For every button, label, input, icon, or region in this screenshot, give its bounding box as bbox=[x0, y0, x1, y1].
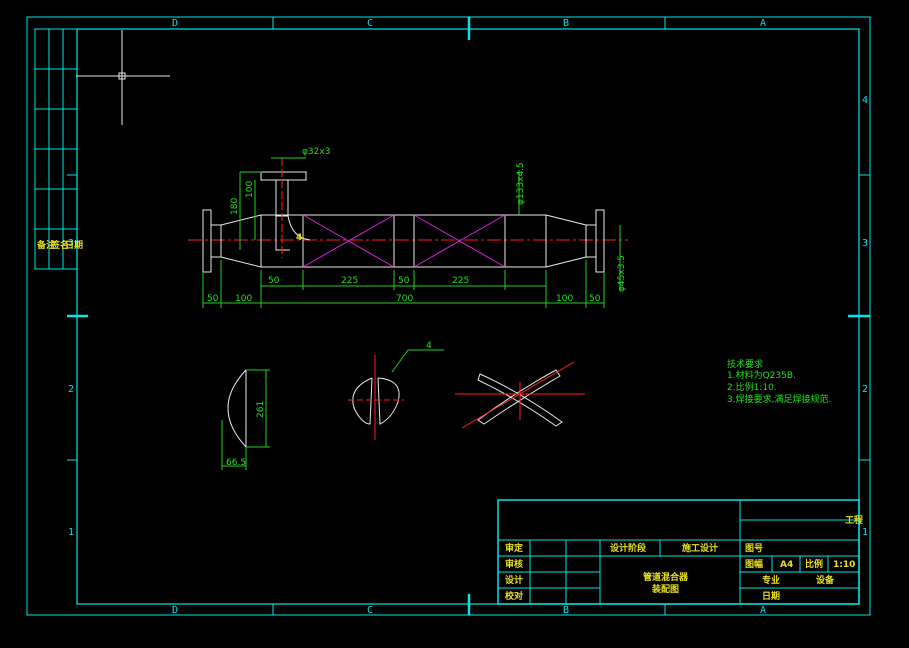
dim-100-left: 100 bbox=[235, 294, 252, 304]
zone-ticks bbox=[67, 17, 870, 615]
tb-code: 工程 bbox=[845, 514, 863, 526]
notes-title: 技术要求 bbox=[727, 358, 763, 370]
title-block-grid bbox=[497, 499, 860, 605]
notes-line-3: 3.焊接要求,满足焊接规范. bbox=[727, 393, 831, 405]
svg-text:4: 4 bbox=[296, 233, 302, 243]
dim-h180: 180 bbox=[230, 198, 240, 215]
notes-line-2: 2.比例1:10. bbox=[727, 381, 777, 393]
outer-frame bbox=[26, 16, 871, 616]
dim-elem-h: 261 bbox=[256, 401, 266, 418]
row-label-4: 4 bbox=[862, 95, 868, 106]
dim-50-a: 50 bbox=[268, 276, 280, 286]
row-label-1-left: 1 bbox=[68, 527, 74, 538]
dim-elem-w: 66.5 bbox=[226, 458, 246, 468]
dim-weld: 4 bbox=[426, 341, 432, 351]
left-strip-remark: 备注 bbox=[36, 239, 55, 251]
col-label-c-bottom: C bbox=[367, 605, 373, 616]
row-label-1-right: 1 bbox=[862, 527, 868, 538]
dim-h100: 100 bbox=[245, 181, 255, 198]
crosshair-cursor[interactable] bbox=[76, 30, 170, 125]
element-twisted-blade bbox=[348, 349, 444, 440]
dimension-lines bbox=[202, 157, 621, 308]
tb-stage-value: 施工设计 bbox=[682, 542, 718, 554]
inner-frame bbox=[76, 28, 860, 605]
tb-major-value: 设备 bbox=[816, 574, 835, 586]
row-label-2-right: 2 bbox=[862, 384, 868, 395]
dim-50-right: 50 bbox=[589, 294, 601, 304]
tb-drawing-name: 管道混合器 bbox=[643, 571, 689, 583]
row-label-3-left: 3 bbox=[68, 238, 74, 249]
tb-major-label: 专业 bbox=[762, 574, 780, 586]
tb-stage-label: 设计阶段 bbox=[610, 542, 647, 554]
element-half-ellipse bbox=[221, 369, 270, 470]
dim-700: 700 bbox=[396, 294, 413, 304]
dim-50-b: 50 bbox=[398, 276, 410, 286]
mixer-assembly: 4 bbox=[188, 158, 628, 273]
col-label-b-top: B bbox=[563, 18, 569, 29]
col-label-d-bottom: D bbox=[172, 605, 178, 616]
tb-label-shending: 审定 bbox=[505, 542, 524, 554]
col-label-a-top: A bbox=[760, 18, 766, 29]
dim-225-a: 225 bbox=[341, 276, 358, 286]
tb-date-label: 日期 bbox=[762, 590, 780, 602]
tb-label-shenhe: 审核 bbox=[505, 558, 523, 570]
notes-line-1: 1.材料为Q235B. bbox=[727, 369, 796, 381]
tb-label-sheji: 设计 bbox=[505, 574, 523, 586]
dim-225-b: 225 bbox=[452, 276, 469, 286]
element-crossed-blades bbox=[455, 361, 585, 429]
tb-label-jiaodui: 校对 bbox=[505, 590, 523, 602]
col-label-d-top: D bbox=[172, 18, 178, 29]
tb-scale-value: 1:10 bbox=[833, 560, 855, 570]
row-label-2-left: 2 bbox=[68, 384, 74, 395]
dim-100-right: 100 bbox=[556, 294, 573, 304]
left-strip-date: 日期 bbox=[65, 239, 83, 251]
col-label-c-top: C bbox=[367, 18, 373, 29]
row-label-3: 3 bbox=[862, 238, 868, 249]
tb-fig-no-label: 图号 bbox=[745, 543, 763, 554]
tb-scale-label: 比例 bbox=[805, 558, 823, 570]
tb-drawing-sub: 装配图 bbox=[651, 583, 679, 595]
tb-size-value: A4 bbox=[780, 560, 793, 570]
left-strip-table bbox=[34, 28, 78, 270]
col-label-a-bottom: A bbox=[760, 605, 766, 616]
tb-size-label: 图幅 bbox=[745, 558, 763, 570]
dim-nozzle-dia: φ45x3.5 bbox=[617, 255, 627, 292]
dim-50-left: 50 bbox=[207, 294, 219, 304]
dim-pipe-dia: φ32x3 bbox=[302, 147, 330, 157]
dim-main-dia: φ133x4.5 bbox=[516, 162, 526, 205]
col-label-b-bottom: B bbox=[563, 605, 569, 616]
left-strip-sign: 签名 bbox=[50, 239, 69, 251]
